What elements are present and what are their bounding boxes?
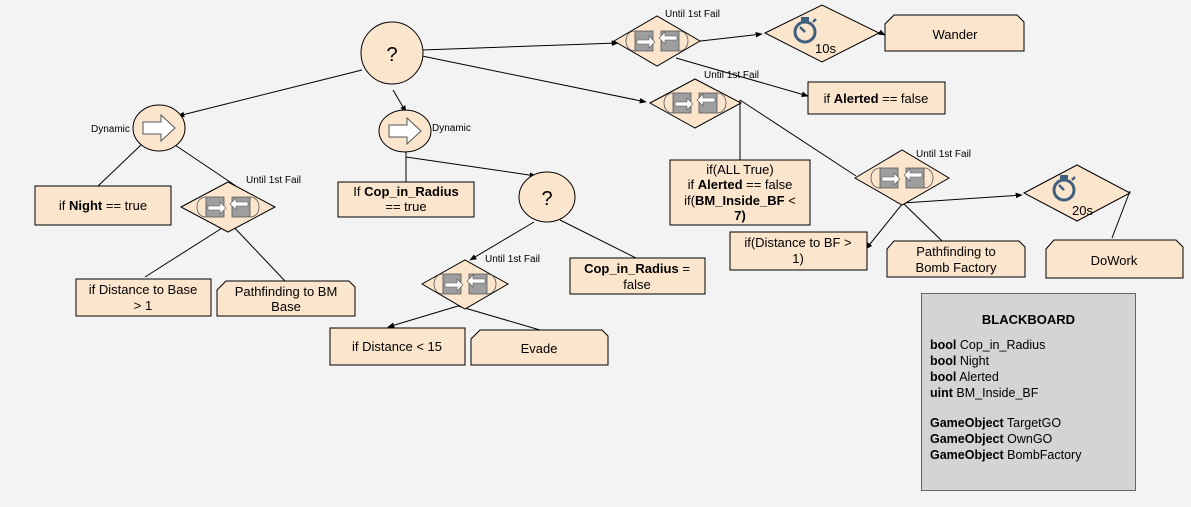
all-true-condition: if(ALL True) if Alerted == false if(BM_I… [669,159,811,226]
until-fail-label: Until 1st Fail [485,254,540,265]
distance-base-condition: if Distance to Base > 1 [75,278,212,317]
blackboard-object: GameObject BombFactory [930,448,1082,462]
svg-text:false: false [623,277,650,292]
until-fail-label: Until 1st Fail [665,9,720,20]
dowork-action: DoWork [1045,239,1184,279]
svg-text:if(ALL True): if(ALL True) [706,162,773,177]
blackboard-object: GameObject TargetGO [930,416,1062,430]
svg-text:Pathfinding to BM: Pathfinding to BM [235,284,338,299]
blackboard-title: BLACKBOARD [981,312,1076,327]
until-fail-node-top: Until 1st Fail [613,9,720,67]
selector-symbol: ? [386,44,397,66]
svg-text:Bomb Factory: Bomb Factory [916,260,997,275]
wait-node-10s: 10s [763,4,881,63]
svg-text:== true: == true [385,199,426,214]
wait-node-20s: 20s [1022,164,1132,222]
until-fail-node-evade: Until 1st Fail [420,254,540,310]
svg-text:if Distance < 15: if Distance < 15 [352,339,442,354]
distance-15-condition: if Distance < 15 [329,327,466,366]
inner-selector-node: ? [518,171,576,223]
until-fail-node-right: Until 1st Fail [854,149,971,206]
alerted-false-condition: if Alerted == false [807,81,946,115]
timer-label: 10s [815,41,836,56]
until-fail-label: Until 1st Fail [246,175,301,186]
pathfinding-bm-action: Pathfinding to BM Base [216,280,356,317]
wander-label: Wander [932,27,978,42]
blackboard-object: GameObject OwnGO [930,432,1053,446]
svg-text:7): 7) [734,208,746,223]
blackboard-var: bool Alerted [930,370,999,384]
evade-action: Evade [470,329,609,366]
selector-symbol: ? [541,188,552,210]
root-selector-node: ? [360,21,424,85]
svg-text:1): 1) [792,251,804,266]
until-fail-node-left: Until 1st Fail [179,175,301,233]
edges [97,29,1131,331]
dynamic-label: Dynamic [432,123,471,134]
svg-text:Evade: Evade [521,341,558,356]
dynamic-label: Dynamic [91,124,130,135]
blackboard-var: bool Night [930,354,990,368]
svg-text:DoWork: DoWork [1091,253,1138,268]
blackboard-panel: BLACKBOARD bool Cop_in_Radius bool Night… [921,293,1136,491]
svg-text:if Alerted == false: if Alerted == false [688,177,793,192]
blackboard-var: uint BM_Inside_BF [930,386,1039,400]
svg-text:Cop_in_Radius =: Cop_in_Radius = [584,261,690,276]
left-sequence-node: Dynamic [91,104,186,152]
svg-text:> 1: > 1 [134,298,152,313]
timer-label: 20s [1072,203,1093,218]
cop-true-condition: If Cop_in_Radius == true [337,181,475,218]
until-fail-node-mid: Until 1st Fail [648,70,759,129]
svg-text:if(BM_Inside_BF <: if(BM_Inside_BF < [684,193,796,208]
svg-text:if(Distance to BF >: if(Distance to BF > [744,235,851,250]
until-fail-label: Until 1st Fail [916,149,971,160]
svg-text:if Distance to Base: if Distance to Base [89,282,197,297]
svg-text:Pathfinding to: Pathfinding to [916,244,996,259]
until-fail-label: Until 1st Fail [704,70,759,81]
svg-text:if Night == true: if Night == true [59,198,147,213]
svg-text:if Alerted == false: if Alerted == false [824,91,929,106]
distance-bf-condition: if(Distance to BF > 1) [729,231,868,271]
pathfinding-bomb-factory-action: Pathfinding to Bomb Factory [886,240,1026,278]
middle-sequence-node: Dynamic [378,109,471,153]
blackboard-var: bool Cop_in_Radius [930,338,1046,352]
cop-false-condition: Cop_in_Radius = false [569,257,706,295]
svg-text:Base: Base [271,299,301,314]
wander-action-node: Wander [884,14,1025,52]
night-true-condition: if Night == true [34,185,172,226]
svg-text:If Cop_in_Radius: If Cop_in_Radius [353,184,458,199]
